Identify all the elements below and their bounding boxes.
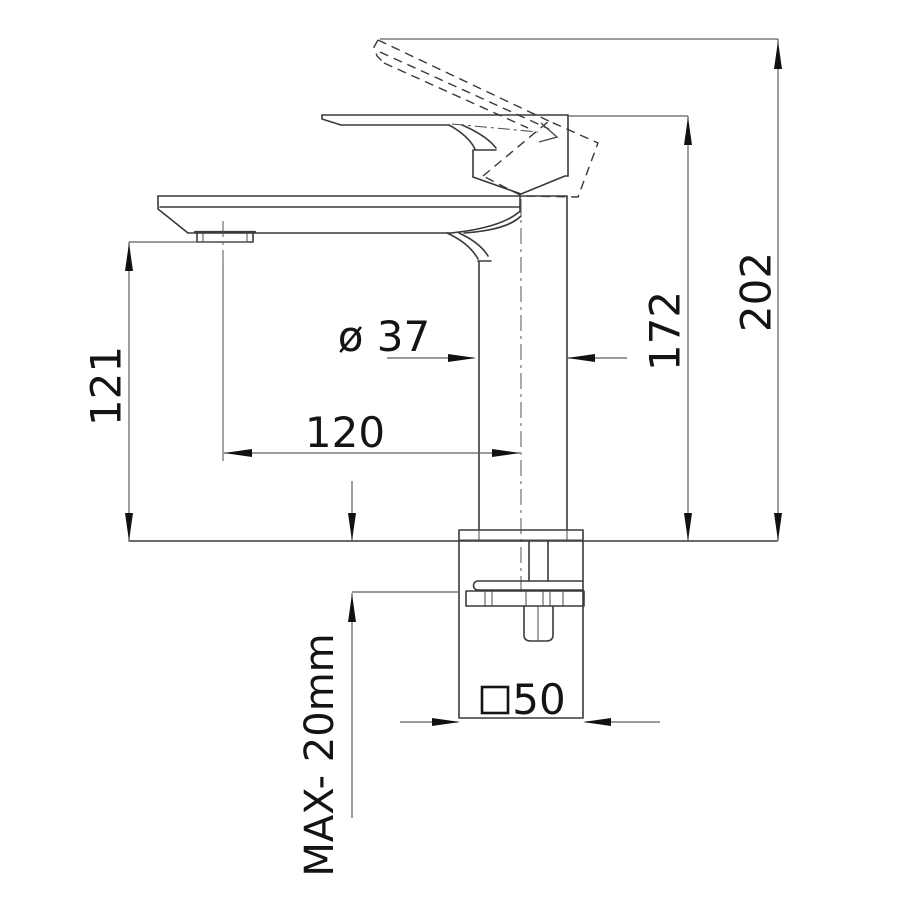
cartridge-cap [472, 114, 569, 195]
clamp-plate-ticks [484, 591, 564, 606]
dim-121-label: 121 [82, 346, 131, 426]
aerator-inner-ticks [202, 233, 248, 242]
raised-lever-top-edge [377, 39, 554, 124]
dim-121-arrow-up [125, 243, 133, 271]
body-column [222, 195, 568, 596]
dim-total-height: 202 [380, 38, 782, 541]
dim-spout-height: 121 [82, 241, 249, 541]
dim-max-arrow-down [348, 513, 356, 541]
dim-base-size: 50 [400, 675, 660, 726]
spout-joint-up-arc-outer [450, 211, 520, 234]
handle-raised-dashed [373, 39, 599, 198]
raised-lever-tip [373, 39, 385, 64]
dim-50-label: 50 [512, 675, 565, 724]
spout [157, 195, 568, 262]
threaded-shank [528, 540, 549, 582]
dim-spout-reach: 120 [222, 263, 520, 461]
rotation-arrow-icon [538, 122, 559, 143]
dim-202-arrow-down [774, 513, 782, 541]
dim-121-arrow-down [125, 513, 133, 541]
faucet-drawing [128, 39, 778, 719]
clamp-plate [465, 590, 585, 607]
lever-left-tip [321, 114, 342, 126]
dim-body-diameter: ø 37 [338, 312, 627, 362]
dim-172-arrow-up [684, 117, 692, 145]
raised-lever-bottom-edge [383, 62, 529, 129]
dim-50-arrow-left [583, 718, 611, 726]
dim-max-thickness: MAX- 20mm [297, 481, 459, 877]
dim-handle-height: 172 [569, 115, 692, 541]
dim-dia37-arrow-right [448, 354, 476, 362]
base-outline [458, 529, 584, 719]
dim-dia37-label: ø 37 [338, 312, 431, 361]
raised-lever-mid-edge [379, 51, 550, 130]
spout-joint-down-arc-outer [446, 232, 479, 260]
dim-120-arrow-left [224, 449, 252, 457]
dim-max-arrow-up [348, 594, 356, 622]
dimensions: 202 172 121 120 [82, 38, 782, 877]
base-and-shank [458, 529, 585, 719]
dim-172-arrow-down [684, 513, 692, 541]
dim-120-arrow-right [492, 449, 520, 457]
dim-172-label: 172 [641, 291, 690, 371]
spout-joint-down-arc-inner [458, 232, 489, 257]
cap-bottom-vee [472, 175, 569, 195]
rotation-axis-line [451, 123, 539, 133]
dim-202-arrow-up [774, 41, 782, 69]
dim-dia37-arrow-left [567, 354, 595, 362]
dim-50-arrow-right [432, 718, 460, 726]
dim-max-label: MAX- 20mm [297, 633, 343, 876]
dim-120-label: 120 [305, 408, 385, 457]
aerator-outline [196, 232, 254, 243]
washer-plate [472, 580, 584, 591]
lever-neck-inner-arc [461, 124, 497, 149]
lever-neck-outer-arc [448, 124, 476, 150]
spout-left-tip [157, 195, 189, 234]
handle-lever [321, 114, 569, 151]
dim-202-label: 202 [732, 252, 781, 332]
square-symbol-icon [480, 685, 510, 715]
spout-joint-up-arc-inner [463, 215, 522, 234]
